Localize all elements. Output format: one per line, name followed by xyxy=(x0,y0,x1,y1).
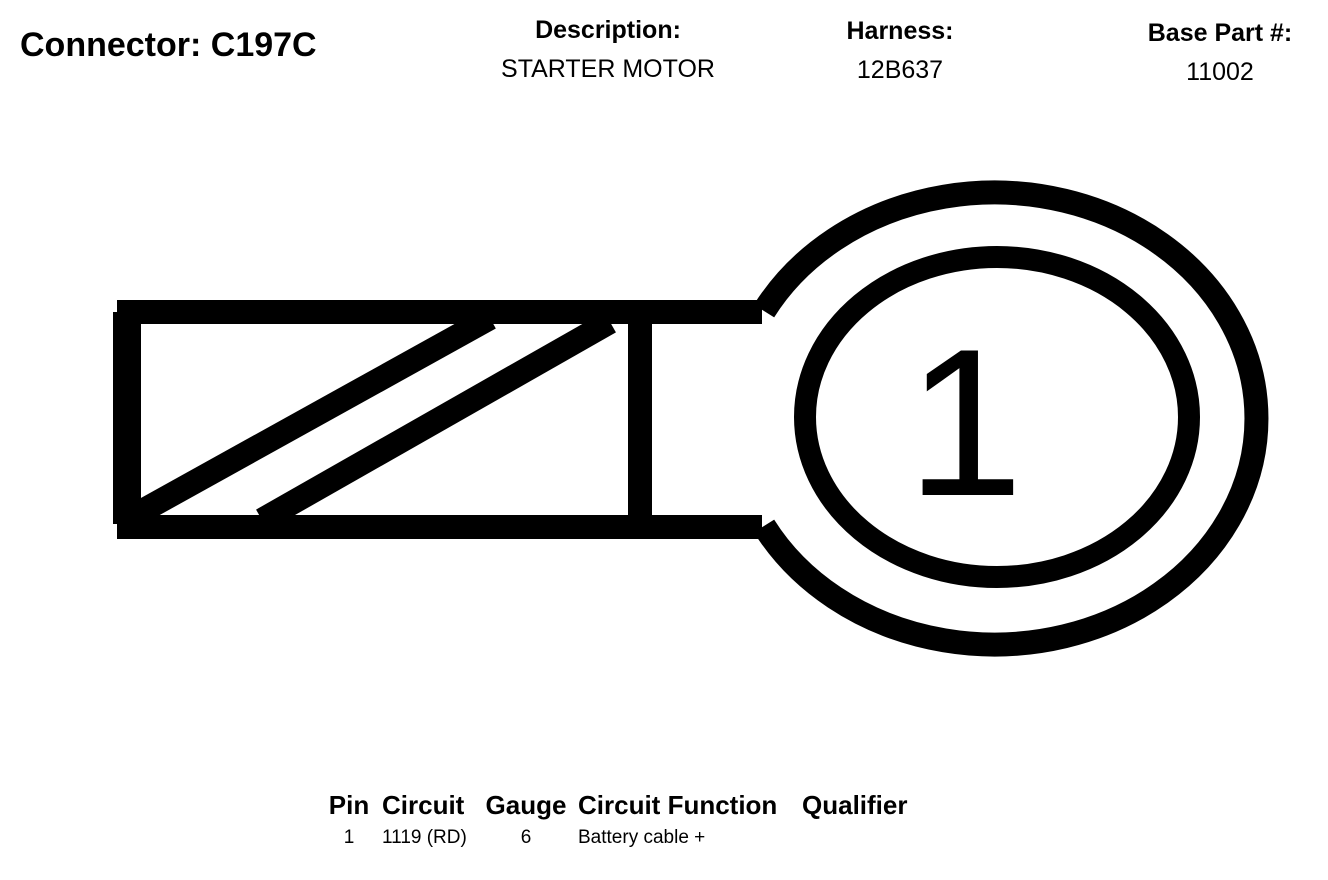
table-row: 1 1119 (RD) 6 Battery cable + xyxy=(320,821,926,849)
description-block: Description: STARTER MOTOR xyxy=(468,16,748,84)
barrel-stripe-right xyxy=(256,311,616,531)
description-label: Description: xyxy=(535,16,681,44)
base-part-label: Base Part #: xyxy=(1147,19,1293,47)
col-header-circuit-function: Circuit Function xyxy=(578,790,778,820)
pin-table-header: Pin Circuit Gauge Circuit Function Quali… xyxy=(320,790,926,821)
col-header-gauge: Gauge xyxy=(485,790,567,820)
pin-number-label: 1 xyxy=(907,305,1024,540)
base-part-value: 11002 xyxy=(1186,58,1254,86)
cell-function: Battery cable + xyxy=(578,827,706,848)
pin-table: Pin Circuit Gauge Circuit Function Quali… xyxy=(320,790,926,849)
barrel-stripe-left xyxy=(129,307,496,526)
cell-pin: 1 xyxy=(343,827,355,848)
col-header-qualifier: Qualifier xyxy=(802,790,908,820)
base-part-block: Base Part #: 11002 xyxy=(1120,19,1320,87)
cell-gauge: 6 xyxy=(520,827,532,848)
terminal-end-wall xyxy=(113,312,141,524)
description-value: STARTER MOTOR xyxy=(501,55,715,83)
connector-title: Connector: C197C xyxy=(20,26,317,64)
ring-inner xyxy=(794,246,1200,588)
col-header-pin: Pin xyxy=(328,790,370,820)
ring-outer xyxy=(753,180,1269,657)
cell-qualifier xyxy=(798,821,926,849)
harness-value: 12B637 xyxy=(856,56,944,84)
harness-block: Harness: 12B637 xyxy=(800,17,1000,85)
cell-circuit: 1119 (RD) xyxy=(382,827,467,848)
harness-label: Harness: xyxy=(846,17,954,45)
col-header-circuit: Circuit xyxy=(382,790,465,820)
